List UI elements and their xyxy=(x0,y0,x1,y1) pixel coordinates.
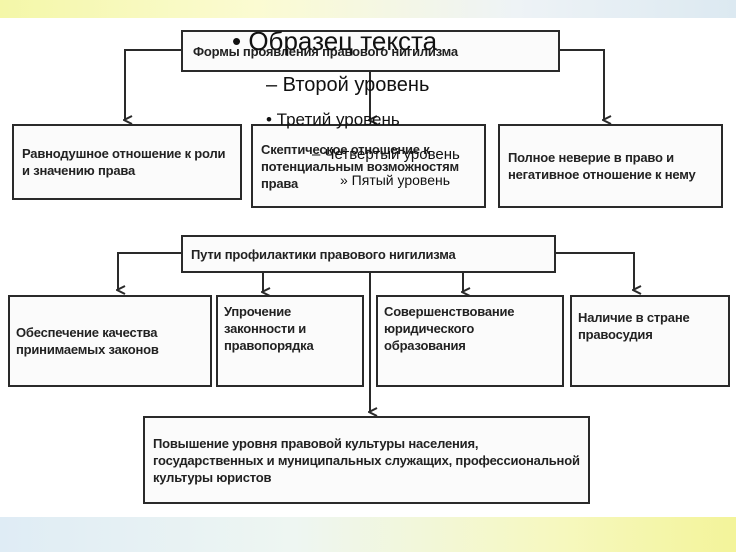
box-justice: Наличие в стране правосудия xyxy=(570,295,730,387)
outline-level-1: • Образец текста xyxy=(232,26,438,56)
box-complete-disbelief: Полное неверие в право и негативное отно… xyxy=(498,124,723,208)
complete-disbelief-text: Полное неверие в право и негативное отно… xyxy=(508,150,696,182)
skeptical-attitude-text: Скептическое отношение к потенциальным в… xyxy=(261,141,459,191)
indifferent-attitude-text: Равнодушное отношение к роли и значению … xyxy=(22,146,226,178)
top-decor-band xyxy=(0,0,736,18)
outline-level-4: – Четвертый уровень xyxy=(312,146,460,163)
outline-level-5: » Пятый уровень xyxy=(340,172,451,188)
law-quality-text: Обеспечение качества принимаемых законов xyxy=(16,325,159,357)
prevention-title: Пути профилактики правового нигилизма xyxy=(191,246,456,262)
box-legal-education: Совершенствование юридического образован… xyxy=(376,295,564,387)
box-law-quality: Обеспечение качества принимаемых законов xyxy=(8,295,212,387)
connector-mid-left xyxy=(118,252,181,290)
justice-text: Наличие в стране правосудия xyxy=(578,310,690,342)
box-indifferent-attitude: Равнодушное отношение к роли и значению … xyxy=(12,124,242,200)
connector-top-left xyxy=(125,49,181,120)
box-prevention-title: Пути профилактики правового нигилизма xyxy=(181,235,556,273)
nihilism-forms-title: Формы проявления правового нигилизма xyxy=(193,43,458,59)
box-nihilism-forms-title: Формы проявления правового нигилизма xyxy=(181,30,560,72)
connector-top-right xyxy=(560,49,604,120)
box-legality: Упрочение законности и правопорядка xyxy=(216,295,364,387)
legality-text: Упрочение законности и правопорядка xyxy=(224,304,314,353)
outline-level-2: – Второй уровень xyxy=(266,74,430,96)
legal-education-text: Совершенствование юридического образован… xyxy=(384,304,515,353)
box-skeptical-attitude: Скептическое отношение к потенциальным в… xyxy=(251,124,486,208)
connector-mid-right xyxy=(556,252,634,290)
legal-culture-text: Повышение уровня правовой культуры насел… xyxy=(153,435,580,485)
bottom-decor-band xyxy=(0,517,736,552)
box-legal-culture: Повышение уровня правовой культуры насел… xyxy=(143,416,590,504)
outline-level-3: • Третий уровень xyxy=(266,110,400,129)
